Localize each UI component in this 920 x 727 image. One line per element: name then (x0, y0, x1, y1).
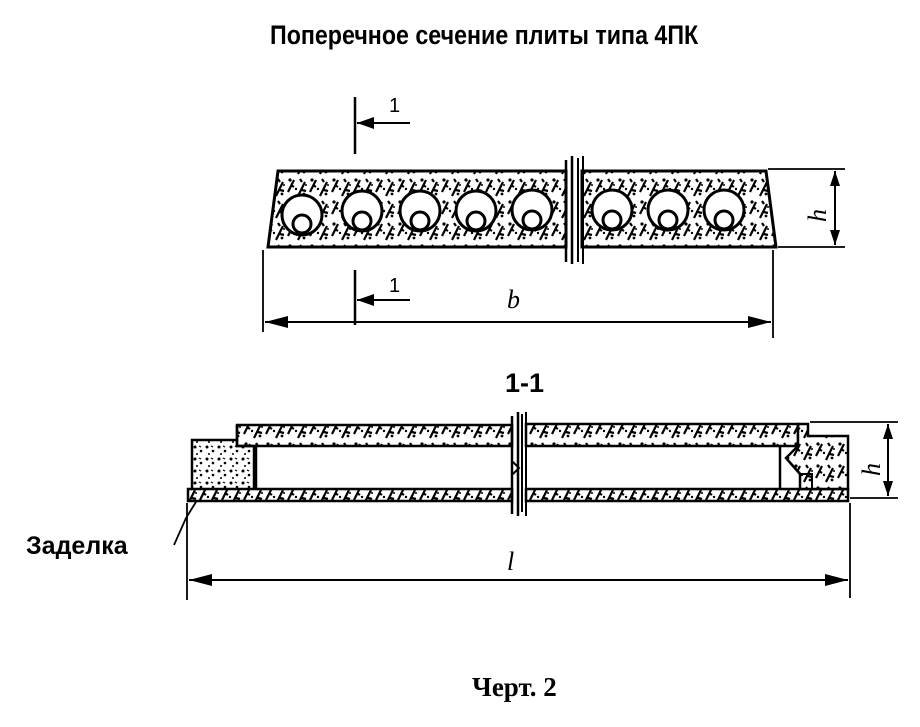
embedding-callout: Заделка (26, 532, 128, 560)
embedding-leader (173, 501, 197, 546)
length-label: l (507, 547, 514, 576)
cut-marker-label-bottom: 1 (389, 275, 400, 297)
hollow-cores (280, 188, 746, 237)
cut-marker-top: 1 (353, 95, 410, 154)
length-dimension: l (186, 503, 851, 600)
cross-section: 1 1 b h (262, 95, 845, 338)
section-label: 1-1 (505, 368, 545, 398)
width-label: b (507, 285, 520, 314)
height-dimension-lower: h (810, 421, 898, 499)
figure-caption: Черт. 2 (472, 672, 557, 702)
drawing-title: Поперечное сечение плиты типа 4ПК (270, 20, 699, 50)
width-dimension: b (262, 250, 774, 338)
cut-marker-label-top: 1 (389, 95, 400, 117)
longitudinal-section: l h (173, 412, 898, 600)
height-label-lower: h (857, 463, 886, 476)
height-dimension-upper: h (768, 168, 845, 248)
cut-marker-bottom: 1 (353, 270, 410, 325)
height-label-upper: h (803, 209, 832, 222)
